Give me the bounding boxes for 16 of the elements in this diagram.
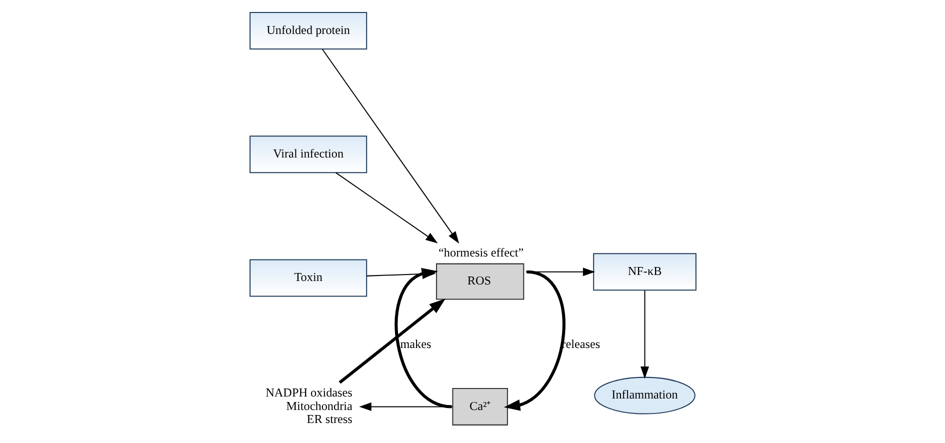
- arrow: [338, 298, 445, 384]
- arrow: [503, 270, 565, 411]
- arrow: [640, 290, 649, 379]
- node-box: Viral infection: [249, 136, 367, 174]
- node-box: NF-κB: [592, 253, 696, 291]
- node-text: NADPH oxidases Mitochondria ER stress: [265, 386, 352, 426]
- node-box: Toxin: [249, 259, 367, 297]
- node-label: “hormesis effect”: [438, 245, 524, 260]
- arrow: [335, 172, 438, 244]
- arrow: [321, 48, 459, 244]
- arrow: [525, 268, 595, 276]
- arrow: [358, 402, 452, 411]
- node-box: Unfolded protein: [249, 12, 367, 50]
- node-ellipse: Inflammation: [594, 376, 695, 414]
- node-box: Ca²⁺: [452, 388, 508, 426]
- edge-label: makes: [400, 337, 431, 352]
